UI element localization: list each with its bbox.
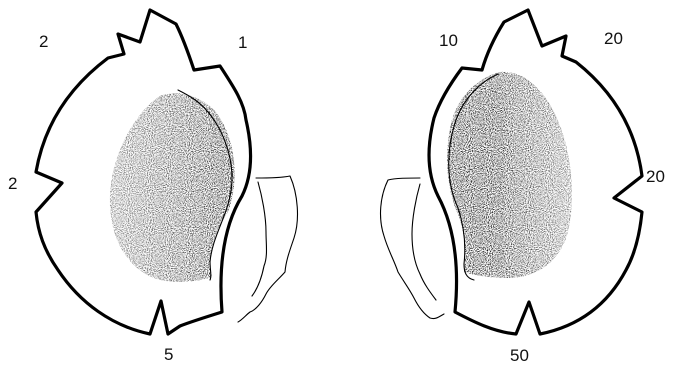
left-fibre-lines-inner	[252, 182, 267, 296]
right-visual-field: 10 20 20 50	[381, 10, 665, 365]
left-label-mid-left: 2	[8, 174, 17, 193]
left-shaded-region	[110, 93, 235, 282]
right-shaded-region	[447, 72, 572, 278]
right-label-top-left: 10	[439, 31, 458, 50]
left-fibre-lines	[238, 176, 297, 322]
left-visual-field: 2 1 2 5	[8, 10, 297, 364]
right-label-bottom: 50	[510, 346, 529, 365]
right-label-mid-right: 20	[646, 167, 665, 186]
left-label-top-left: 2	[39, 32, 48, 51]
left-label-bottom: 5	[164, 345, 173, 364]
left-label-top-right: 1	[238, 33, 247, 52]
right-fibre-lines-inner	[412, 184, 436, 300]
right-label-top-right: 20	[604, 29, 623, 48]
